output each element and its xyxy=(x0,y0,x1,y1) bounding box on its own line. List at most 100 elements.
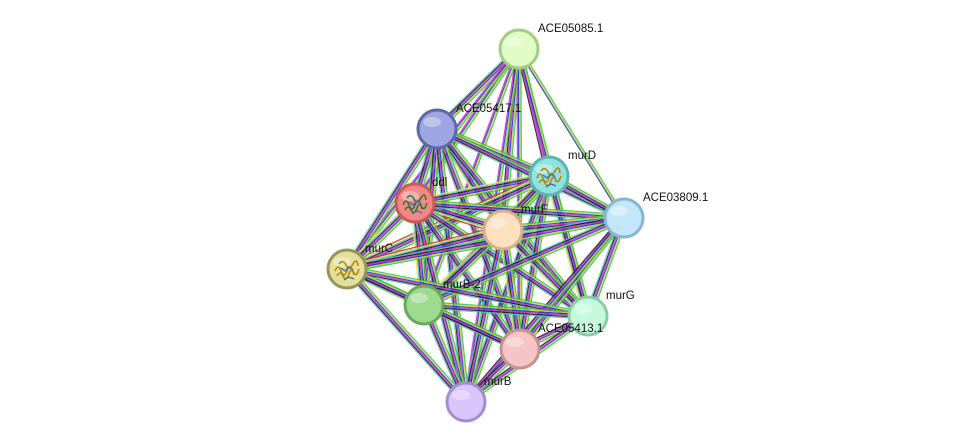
structure-coil xyxy=(340,266,355,281)
node-circle[interactable] xyxy=(416,108,458,150)
node-label: murC xyxy=(365,243,393,255)
edge-evidence-line xyxy=(347,218,625,271)
edge-evidence-line xyxy=(464,229,503,402)
edge-evidence-line xyxy=(438,124,551,173)
edge-evidence-line xyxy=(415,201,625,218)
edge-evidence-line xyxy=(345,128,437,269)
edge-evidence-line xyxy=(347,266,589,315)
node-label: murB-2 xyxy=(443,279,481,291)
edge-evidence-line xyxy=(347,267,589,316)
edge-evidence-line xyxy=(347,220,625,273)
edge-evidence-line xyxy=(518,48,625,219)
structure-coil xyxy=(542,173,557,188)
node-label: murB xyxy=(484,376,512,388)
edge-evidence-line xyxy=(347,268,467,402)
edge-evidence-line xyxy=(423,305,588,318)
node-ACE05413.1[interactable] xyxy=(499,328,541,370)
edge-evidence-line xyxy=(517,49,624,220)
edge-murC-murB xyxy=(344,266,469,405)
structure-coil xyxy=(408,200,423,215)
edge-evidence-line xyxy=(462,229,501,402)
edge-evidence-line xyxy=(348,266,469,401)
node-highlight xyxy=(574,304,592,314)
node-murB[interactable] xyxy=(445,381,487,423)
node-ddl[interactable] xyxy=(394,182,436,224)
node-label: ACE05085.1 xyxy=(538,23,603,35)
edge-evidence-line xyxy=(434,129,465,403)
node-label: ddl xyxy=(432,177,447,189)
edge-evidence-line xyxy=(414,203,624,220)
edge-evidence-line xyxy=(347,219,625,272)
node-ACE05085.1[interactable] xyxy=(498,28,540,70)
edge-evidence-line xyxy=(411,204,518,352)
protein-structure-icon xyxy=(402,194,428,215)
edge-murB-2-murG xyxy=(423,301,589,320)
edge-evidence-line xyxy=(414,172,549,202)
edge-evidence-line xyxy=(346,215,624,268)
node-highlight xyxy=(505,37,523,47)
node-circle[interactable] xyxy=(445,381,487,423)
edge-evidence-line xyxy=(468,230,507,403)
edge-evidence-line xyxy=(439,128,470,402)
node-ACE03809.1[interactable] xyxy=(603,197,645,239)
labels-layer: ACE05085.1ACE05417.1murDddlmurFACE03809.… xyxy=(365,23,708,388)
edge-evidence-line xyxy=(346,216,624,269)
edge-murF-murB xyxy=(462,229,507,403)
edge-evidence-line xyxy=(550,175,592,316)
protein-structure-icon xyxy=(334,260,360,281)
edge-evidence-line xyxy=(522,219,628,352)
node-highlight xyxy=(452,390,470,400)
node-murD[interactable] xyxy=(528,155,570,197)
node-circle[interactable] xyxy=(403,284,445,326)
edge-ACE05085.1-ACE03809.1 xyxy=(517,47,626,220)
node-murB-2[interactable] xyxy=(403,284,445,326)
node-label: murD xyxy=(568,150,596,162)
node-label: ACE03809.1 xyxy=(643,192,708,204)
edge-evidence-line xyxy=(413,203,520,350)
node-circle[interactable] xyxy=(498,28,540,70)
node-murG[interactable] xyxy=(567,295,609,337)
edge-evidence-line xyxy=(521,176,552,350)
edge-ACE03809.1-murC xyxy=(346,214,625,273)
nodes-layer xyxy=(326,28,645,423)
node-circle[interactable] xyxy=(603,197,645,239)
edge-evidence-line xyxy=(552,174,593,316)
edge-evidence-line xyxy=(348,267,468,402)
edge-evidence-line xyxy=(502,213,624,227)
edge-evidence-line xyxy=(414,171,549,200)
node-murF[interactable] xyxy=(482,209,524,251)
node-murC[interactable] xyxy=(326,248,368,290)
edge-evidence-line xyxy=(437,128,468,402)
edge-evidence-line xyxy=(499,232,586,320)
edge-evidence-line xyxy=(415,202,522,349)
node-highlight xyxy=(489,218,507,228)
node-highlight xyxy=(506,337,524,347)
node-circle[interactable] xyxy=(499,328,541,370)
protein-structure-icon xyxy=(536,167,562,188)
edge-evidence-line xyxy=(505,226,592,314)
edge-evidence-line xyxy=(466,230,505,403)
node-circle[interactable] xyxy=(567,295,609,337)
node-highlight xyxy=(610,206,628,216)
node-label: murG xyxy=(606,290,635,302)
edge-evidence-line xyxy=(346,269,466,403)
edge-evidence-line xyxy=(424,302,589,315)
edge-evidence-line xyxy=(463,229,502,402)
edge-evidence-line xyxy=(344,270,465,405)
edge-evidence-line xyxy=(423,306,588,319)
edge-ACE05417.1-murB xyxy=(433,128,470,403)
edge-evidence-line xyxy=(438,128,469,402)
edge-evidence-line xyxy=(415,200,625,217)
node-label: murF xyxy=(521,204,548,216)
edge-evidence-line xyxy=(344,171,548,266)
edge-evidence-line xyxy=(415,199,625,216)
edge-evidence-line xyxy=(345,269,465,404)
node-circle[interactable] xyxy=(482,209,524,251)
edge-evidence-line xyxy=(467,230,506,403)
edge-evidence-line xyxy=(345,225,503,266)
node-ACE05417.1[interactable] xyxy=(416,108,458,150)
node-highlight xyxy=(410,293,428,303)
edge-evidence-line xyxy=(412,203,519,351)
edge-evidence-line xyxy=(416,201,523,349)
